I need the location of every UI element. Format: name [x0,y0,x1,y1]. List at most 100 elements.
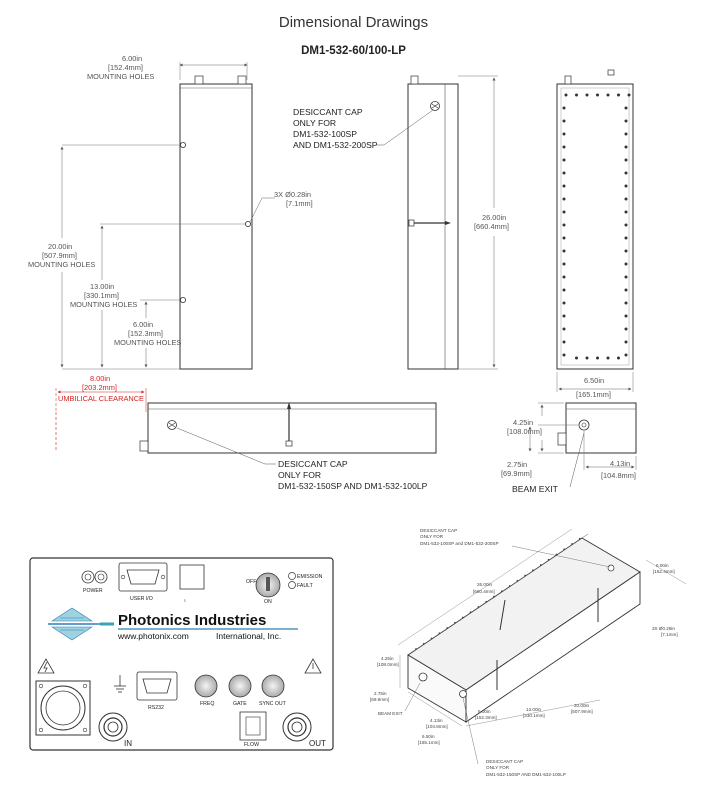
screw-dot [624,223,628,227]
flow-indicator-icon [239,711,267,741]
user-io-connector-icon [118,562,168,592]
screw-dot [562,327,566,331]
fault-label: FAULT [297,583,314,589]
end-beam-h-dim-mm: [69.9mm] [501,469,532,478]
iso-d600b-mm: [152.3mm] [475,715,497,720]
end-beam-w-dim: 4.13in [610,459,630,468]
dim-20-note: MOUNTING HOLES [28,260,95,269]
side-view-body [407,83,459,370]
side-cap-note-1: DESICCANT CAP [293,107,363,117]
screw-dot [562,210,566,214]
screw-dot [624,340,628,344]
company-intl: International, Inc. [216,631,281,641]
screw-dot [562,275,566,279]
front-width-dim-note: MOUNTING HOLES [87,72,154,81]
beam-exit-label: BEAM EXIT [512,484,559,494]
svg-text:♁: ♁ [183,598,187,604]
screw-dot [596,356,599,360]
front-width-dim: 6.00in [122,54,142,63]
side-length-dim: 26.00in [482,213,506,222]
dim-6-mm: [152.3mm] [128,329,163,338]
iso-d1300-mm: [330.1mm] [523,713,545,718]
side-cap-note-3: DM1-532-100SP [293,129,357,139]
screw-dot [562,223,566,227]
panel-frame [29,557,334,751]
gate-bnc-icon [228,674,252,698]
screw-dot [562,158,566,162]
ground-icon [114,675,126,693]
screw-dot [562,106,566,110]
end-height-dim-mm: [108.0mm] [507,427,542,436]
front-view: 6.00in [152.4mm] MOUNTING HOLES 3X Ø0.28… [28,54,313,370]
emission-label: EMISSION [297,574,323,580]
flow-label: FLOW [244,742,259,748]
iso-d26-mm: [660.4mm] [473,589,495,594]
isometric-view: DESICCANT CAP ONLY FOR DM1-532-100SP and… [370,528,687,777]
dim-6-label: 6.00in [133,320,153,329]
end-height-dim: 4.25in [513,418,533,427]
iso-beam-exit: BEAM EXIT [378,711,403,716]
bottom-cap-note-1: DESICCANT CAP [278,459,348,469]
screw-dot [624,314,628,318]
in-label: IN [124,739,132,748]
emission-led-icon [288,572,296,580]
screw-dot [571,543,573,545]
iso-cap-top-1: DESICCANT CAP [420,528,457,533]
screw-dot [562,288,566,292]
screw-dot [585,93,589,97]
dim-13-mm: [330.1mm] [84,291,119,300]
front-top-fitting-left [194,75,204,85]
end-beam-h-dim: 2.75in [507,460,527,469]
sync-out-bnc-icon [261,674,285,698]
off-label: OFF [246,579,256,585]
screw-dot [617,356,620,360]
screw-dot [578,537,581,540]
screw-dot [624,249,628,253]
iso-d6: 6.00in [656,563,669,568]
iso-d413-mm: [104.8mm] [426,724,448,729]
bottom-view: 8.00in [203.2mm] UMBILICAL CLEARANCE DES… [55,374,437,491]
side-view: DESICCANT CAP ONLY FOR DM1-532-100SP AND… [293,75,509,370]
mounting-hole-icon [244,220,251,227]
iso-d425-mm: [108.0mm] [377,662,399,667]
user-io-label: USER I/O [130,596,153,602]
umbilical-dim: 8.00in [90,374,110,383]
screw-dot [562,353,566,357]
screw-dot [524,574,527,577]
screw-dot [624,171,628,175]
hole-callout: 3X Ø0.28in [274,190,311,199]
sync-out-label: SYNC OUT [259,701,287,707]
rs232-connector-icon [136,671,178,701]
gate-label: GATE [233,701,247,707]
screw-dot [485,600,488,603]
iso-cap-top-2: ONLY FOR [420,534,444,539]
iso-d650-mm: [165.1mm] [418,740,440,745]
water-out-fitting-icon [282,712,312,742]
out-label: OUT [309,739,326,748]
iso-cap-bot-3: DM1-532-150SP AND DM1-532-100LP [486,772,566,777]
screw-dot [624,158,628,162]
iso-d275: 2.75in [374,691,387,696]
iso-d413: 4.13in [430,718,443,723]
rear-width-dim: 6.50in [584,376,604,385]
mounting-hole-icon [179,296,186,303]
screw-dot [430,637,433,640]
screw-dot [516,579,519,582]
screw-dot [508,585,511,587]
iso-d1300: 13.00in [526,707,542,712]
iso-beam-exit-icon [418,672,428,682]
iso-d600b: 6.00in [478,709,491,714]
bottom-cap-note-2: ONLY FOR [278,470,321,480]
screw-dot [469,611,472,614]
screw-dot [415,648,417,650]
rs232-label: RS232 [148,705,164,711]
model-title: DM1-532-60/100-LP [301,45,406,57]
beam-exit-icon [578,419,590,431]
side-cap-note-4: AND DM1-532-200SP [293,140,378,150]
side-length-dim-mm: [660.4mm] [474,222,509,231]
iso-desiccant-cap-icon [459,690,467,698]
screw-dot [624,301,628,305]
end-view: 4.25in [108.0mm] 2.75in [69.9mm] 4.13in … [501,402,637,494]
iso-d2000-mm: [507.9mm] [571,709,593,714]
screw-dot [461,616,464,619]
